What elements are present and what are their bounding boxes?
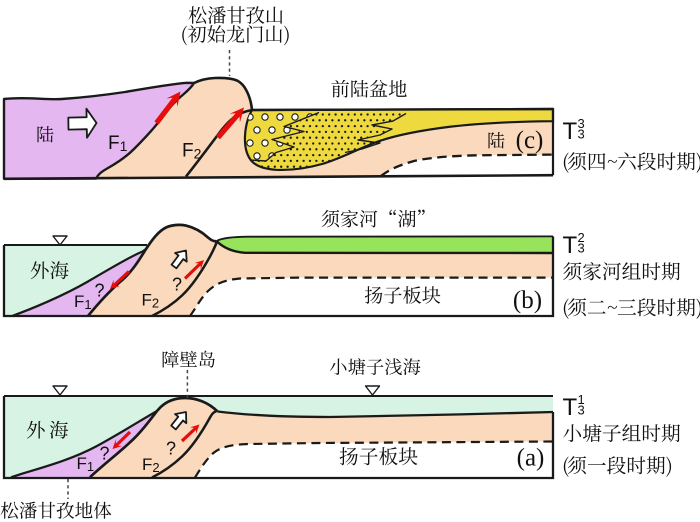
svg-text:(a): (a) xyxy=(517,445,545,472)
svg-text:(c): (c) xyxy=(516,127,544,154)
svg-text:1: 1 xyxy=(578,392,585,407)
svg-text:3: 3 xyxy=(578,116,585,131)
svg-text:3: 3 xyxy=(578,403,585,418)
svg-text:T: T xyxy=(563,232,578,259)
svg-text:?: ? xyxy=(172,275,182,295)
svg-text:?: ? xyxy=(94,281,104,301)
svg-text:F1: F1 xyxy=(77,454,95,474)
svg-text:T: T xyxy=(563,394,578,421)
svg-text:F2: F2 xyxy=(142,291,160,311)
svg-text:3: 3 xyxy=(578,241,585,256)
svg-text:3: 3 xyxy=(578,127,585,142)
svg-text:F1: F1 xyxy=(108,133,128,154)
svg-text:?: ? xyxy=(99,444,109,464)
svg-text:F2: F2 xyxy=(182,141,202,162)
svg-text:2: 2 xyxy=(578,230,585,245)
svg-text:F1: F1 xyxy=(74,292,92,312)
svg-text:(b): (b) xyxy=(513,287,542,314)
svg-text:T: T xyxy=(563,118,578,145)
svg-text:F2: F2 xyxy=(142,455,160,475)
svg-text:?: ? xyxy=(166,439,176,459)
